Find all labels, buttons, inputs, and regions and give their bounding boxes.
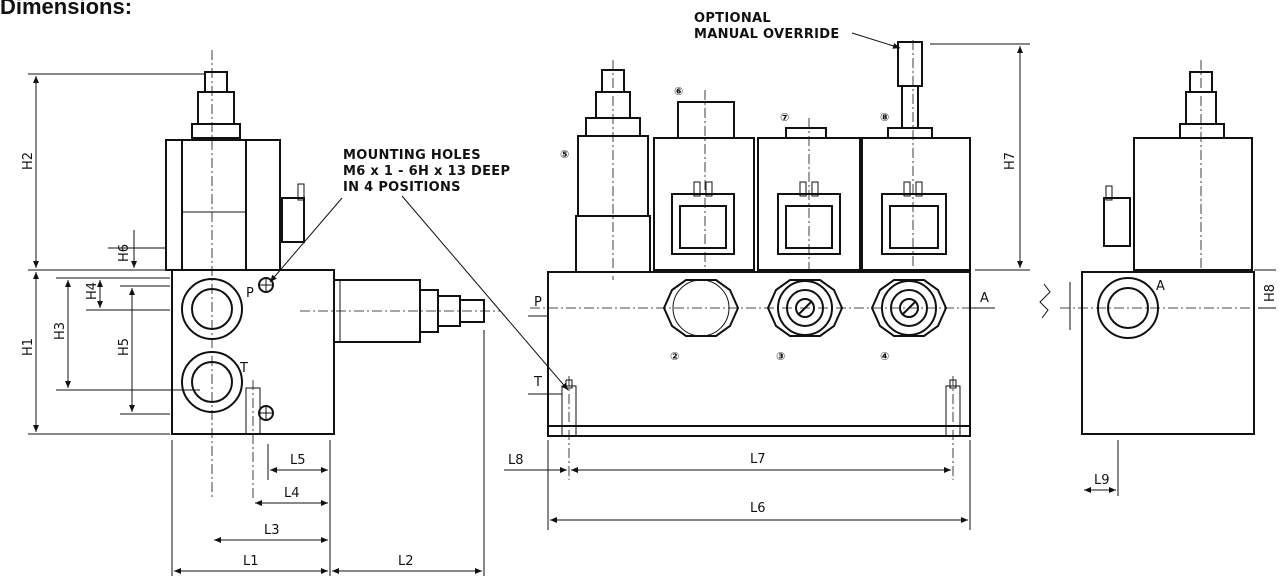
center-manifold-body	[547, 271, 971, 437]
dim-h2-label: H2	[21, 152, 36, 170]
dim-l9-label: L9	[1094, 473, 1110, 488]
left-manifold-body	[171, 50, 335, 500]
dim-l4-label: L4	[284, 486, 300, 501]
port-a-label-right: A	[1156, 279, 1165, 294]
dim-l5-label: L5	[290, 453, 306, 468]
item-number-3: ③	[776, 350, 785, 363]
dim-h6-label: H6	[117, 244, 132, 262]
item-number-2: ②	[670, 350, 679, 363]
item-6-solenoid	[653, 90, 755, 271]
item-number-4: ④	[880, 350, 889, 363]
right-side-view: A L9 H8	[1039, 60, 1278, 496]
dim-l2-label: L2	[398, 554, 414, 569]
center-front-view: P T A ⑤ ⑥ ⑦ ⑧ ② ③ ④ OPTIONAL MANUAL OVER…	[504, 11, 1030, 530]
dim-h7-label: H7	[1003, 152, 1018, 170]
mounting-bolt-right	[945, 385, 961, 437]
item-8-solenoid	[861, 40, 971, 271]
dim-l3-label: L3	[264, 523, 280, 538]
item-number-8: ⑧	[880, 111, 889, 124]
mounting-holes-note: MOUNTING HOLES M6 x 1 - 6H x 13 DEEP IN …	[269, 148, 569, 391]
item-number-5: ⑤	[560, 148, 569, 161]
override-note-line1: OPTIONAL	[694, 11, 771, 26]
mounting-note-line2: M6 x 1 - 6H x 13 DEEP	[343, 164, 510, 179]
dimensions-heading: Dimensions:	[0, 0, 133, 19]
item-5-cartridge	[575, 60, 651, 280]
right-top-adjuster	[1179, 71, 1225, 139]
item-number-7: ⑦	[780, 111, 789, 124]
left-side-view: P T H2 H1 H3	[21, 50, 500, 576]
mounting-note-line3: IN 4 POSITIONS	[343, 180, 461, 195]
dim-h5-label: H5	[117, 338, 132, 356]
port-p-label-center: P	[534, 295, 542, 310]
port-t-label-left: T	[239, 361, 248, 376]
mounting-bolt-left	[561, 385, 577, 437]
dim-h4-label: H4	[85, 282, 100, 300]
dim-l1-label: L1	[243, 554, 259, 569]
mounting-note-line1: MOUNTING HOLES	[343, 148, 481, 163]
dim-h1-label: H1	[21, 338, 36, 356]
port-a-label-center: A	[980, 291, 989, 306]
right-solenoid	[1103, 137, 1253, 271]
right-manifold-body	[1039, 60, 1255, 496]
left-horizontal-dimensions	[171, 330, 485, 576]
port-p-label-left: P	[246, 286, 254, 301]
dim-l7-label: L7	[750, 452, 766, 467]
left-side-cartridge	[300, 279, 500, 343]
item-7-solenoid	[757, 118, 861, 271]
dim-h8-label: H8	[1263, 284, 1278, 302]
dim-h3-label: H3	[53, 322, 68, 340]
port-t-label-center: T	[533, 375, 542, 390]
left-top-adjuster	[191, 71, 241, 139]
left-vertical-dimensions	[28, 73, 205, 435]
override-note-line2: MANUAL OVERRIDE	[694, 27, 840, 42]
dim-l6-label: L6	[750, 501, 766, 516]
item-number-6: ⑥	[674, 85, 683, 98]
dim-l8-label: L8	[508, 453, 524, 468]
left-solenoid	[165, 139, 305, 271]
